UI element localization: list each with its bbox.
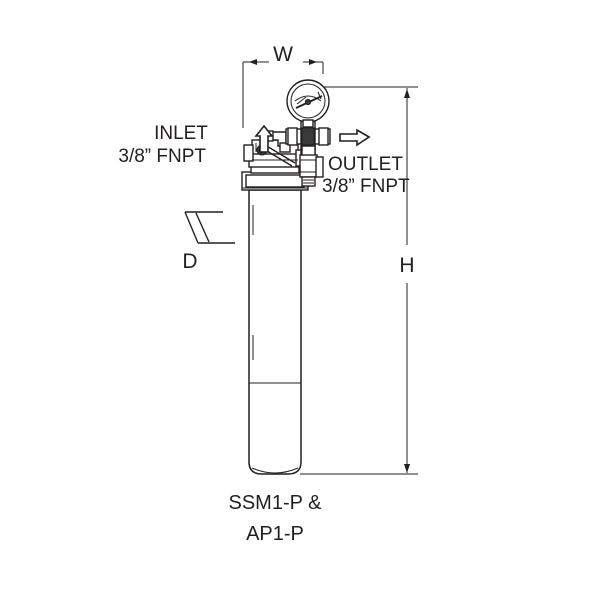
gauge-scale-mark-left xyxy=(296,96,307,105)
caption-line-2: AP1-P xyxy=(246,523,304,545)
outlet-flow-arrow xyxy=(339,128,371,147)
outlet-label-line1: OUTLET xyxy=(328,154,403,175)
gauge-inner-ring xyxy=(290,83,326,119)
inlet-label-line2: 3/8” FNPT xyxy=(118,146,206,167)
inlet-label: INLET 3/8” FNPT xyxy=(118,123,208,167)
cartridge-collar xyxy=(241,164,309,191)
d-symbol-inner-slant xyxy=(195,212,210,243)
h-arrowhead-bottom xyxy=(404,464,410,473)
gauge-scale-mark-right xyxy=(317,91,322,100)
inlet-elbow-stub xyxy=(279,142,291,153)
cross-right-nut xyxy=(318,127,329,146)
inlet-flow-arrow xyxy=(254,124,274,153)
model-caption: SSM1-P & AP1-P xyxy=(229,492,323,545)
canister-bottom-curve xyxy=(251,467,299,474)
gauge-hub xyxy=(304,98,312,106)
valve-main-body xyxy=(299,154,318,178)
inlet-label-line1: INLET xyxy=(154,123,208,144)
dimension-h: H xyxy=(300,86,418,475)
outlet-label-line2: 3/8” FNPT xyxy=(322,176,410,197)
down-arrow-icon xyxy=(254,124,274,153)
outlet-label: OUTLET 3/8” FNPT xyxy=(322,154,410,197)
right-arrow-icon xyxy=(339,128,371,147)
dimension-d: D xyxy=(182,211,235,273)
shutoff-valve-body xyxy=(299,145,324,187)
filter-canister xyxy=(248,189,302,475)
w-arrowhead-left xyxy=(249,59,257,65)
dimension-w: W xyxy=(242,43,324,128)
cross-left-nut xyxy=(287,127,298,146)
caption-line-1: SSM1-P & xyxy=(229,492,323,514)
w-arrowhead-right xyxy=(309,59,317,65)
d-symbol-left-slant xyxy=(184,211,199,244)
dimension-label-d: D xyxy=(182,250,197,273)
head-left-boss xyxy=(243,144,254,162)
dimension-label-w: W xyxy=(273,43,293,66)
canister-shell xyxy=(248,189,302,475)
gauge-scale-arc xyxy=(294,95,322,102)
h-arrowhead-top xyxy=(404,89,410,98)
valve-lower-nut xyxy=(301,176,316,187)
pressure-gauge-icon xyxy=(286,79,330,128)
valve-side-tab xyxy=(315,156,324,178)
cross-center-hex xyxy=(301,127,315,146)
gauge-stem xyxy=(302,119,314,128)
dimension-label-h: H xyxy=(399,254,414,277)
collar-inner xyxy=(245,174,305,188)
